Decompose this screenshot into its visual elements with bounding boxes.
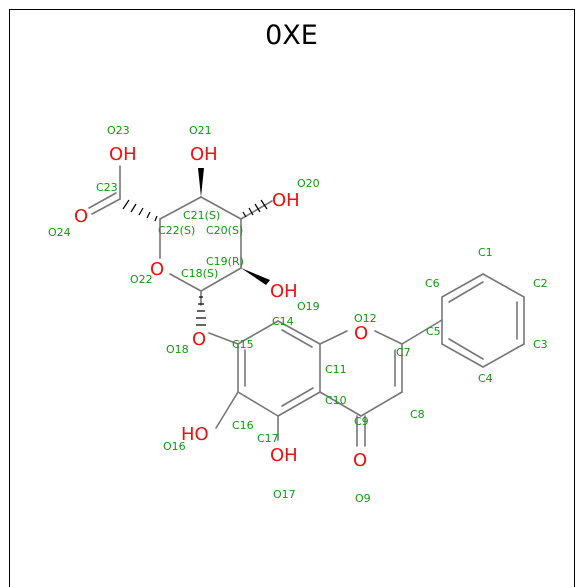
id-c14: C14: [272, 315, 294, 328]
bond-c6-c1-inner: [448, 281, 484, 303]
bond-c3-c4: [482, 343, 525, 368]
hash-c22-c23: [122, 199, 158, 222]
id-c2: C2: [533, 277, 548, 290]
id-c18: C18(S): [181, 267, 218, 280]
bond-c17-c16: [237, 391, 279, 417]
wedge-c21-o21: [198, 168, 204, 197]
id-c10: C10: [325, 394, 347, 407]
bond-c10-c17: [277, 391, 321, 417]
label-o-ring-22: O: [150, 259, 164, 280]
hash-c18-o18: [196, 296, 206, 326]
label-oh-17: OH: [270, 445, 298, 466]
bond-c15-c14: [237, 320, 279, 345]
id-c20: C20(S): [206, 224, 243, 237]
id-o17: O17: [273, 488, 296, 501]
label-o-ketone-9: O: [353, 450, 367, 471]
bond-c23-o24-b: [88, 192, 117, 209]
figure-frame: [9, 9, 575, 587]
id-c15: C15: [232, 338, 254, 351]
id-o24: O24: [48, 226, 71, 239]
id-o16: O16: [163, 440, 186, 453]
id-o9: O9: [355, 492, 371, 505]
id-c7: C7: [396, 346, 411, 359]
bond-c14-c11-inner: [281, 329, 313, 348]
bond-c6-c1: [441, 273, 484, 298]
bond-c20-o20: [240, 200, 273, 220]
id-c5: C5: [426, 325, 441, 338]
id-c3: C3: [533, 338, 548, 351]
id-o18: O18: [166, 343, 189, 356]
bond-c10-c17-inner: [281, 387, 314, 407]
stereo-bonds: [122, 168, 270, 326]
bond-c7-c5: [401, 319, 443, 345]
bond-c8-c9: [360, 391, 403, 417]
id-c22: C22(S): [158, 224, 195, 237]
bond-c9-c10: [319, 391, 362, 417]
id-c4: C4: [478, 372, 493, 385]
label-o-carbonyl-acid: O: [74, 206, 88, 227]
molecule-title: 0XE: [265, 20, 318, 51]
id-c8: C8: [410, 408, 425, 421]
bond-c11-o12: [319, 330, 348, 345]
label-oh-20: OH: [272, 190, 300, 211]
id-c6: C6: [425, 277, 440, 290]
bond-c4-c5a: [441, 343, 484, 368]
id-c19: C19(R): [206, 255, 244, 268]
bonds: [88, 165, 525, 447]
bond-c14-c11: [277, 320, 321, 345]
id-c21: C21(S): [183, 209, 220, 222]
label-o-ring-12: O: [354, 323, 368, 344]
bond-c16-o16: [215, 391, 239, 429]
id-c16: C16: [232, 419, 254, 432]
bond-c22-c21: [159, 196, 202, 220]
id-o21: O21: [189, 124, 212, 137]
label-oh-carboxyl: OH: [109, 144, 137, 165]
atom-ids: O23 O21 O20 C23 O24 C21(S) C22(S) C20(S)…: [48, 124, 548, 505]
id-o23: O23: [107, 124, 130, 137]
id-o19: O19: [297, 300, 320, 313]
label-oh-21: OH: [190, 144, 218, 165]
bond-c19-c18: [200, 267, 242, 292]
label-oh-19: OH: [270, 281, 298, 302]
id-o22: O22: [130, 273, 153, 286]
bond-o18-c15: [208, 332, 239, 345]
id-c11: C11: [325, 363, 347, 376]
bond-c21-c20: [200, 196, 242, 220]
bond-c18-o22: [169, 273, 202, 292]
id-c1: C1: [478, 246, 493, 259]
id-o20: O20: [297, 177, 320, 190]
bond-o12-c7: [374, 330, 403, 345]
id-o12: O12: [354, 312, 377, 325]
label-ho-16: HO: [181, 424, 209, 445]
id-c17: C17: [257, 432, 279, 445]
atom-labels: OH OH OH OH O O O O HO OH O: [74, 144, 368, 471]
wedge-c19-o19: [241, 268, 270, 285]
bond-c4-c5-inner: [448, 338, 484, 360]
id-c23: C23: [96, 181, 118, 194]
label-o-glyco-18: O: [192, 329, 206, 350]
hash-c20-o20: [242, 199, 268, 218]
bond-c23-o24-a: [91, 198, 121, 215]
bond-c1-c2: [482, 273, 525, 298]
id-c9: C9: [354, 415, 369, 428]
